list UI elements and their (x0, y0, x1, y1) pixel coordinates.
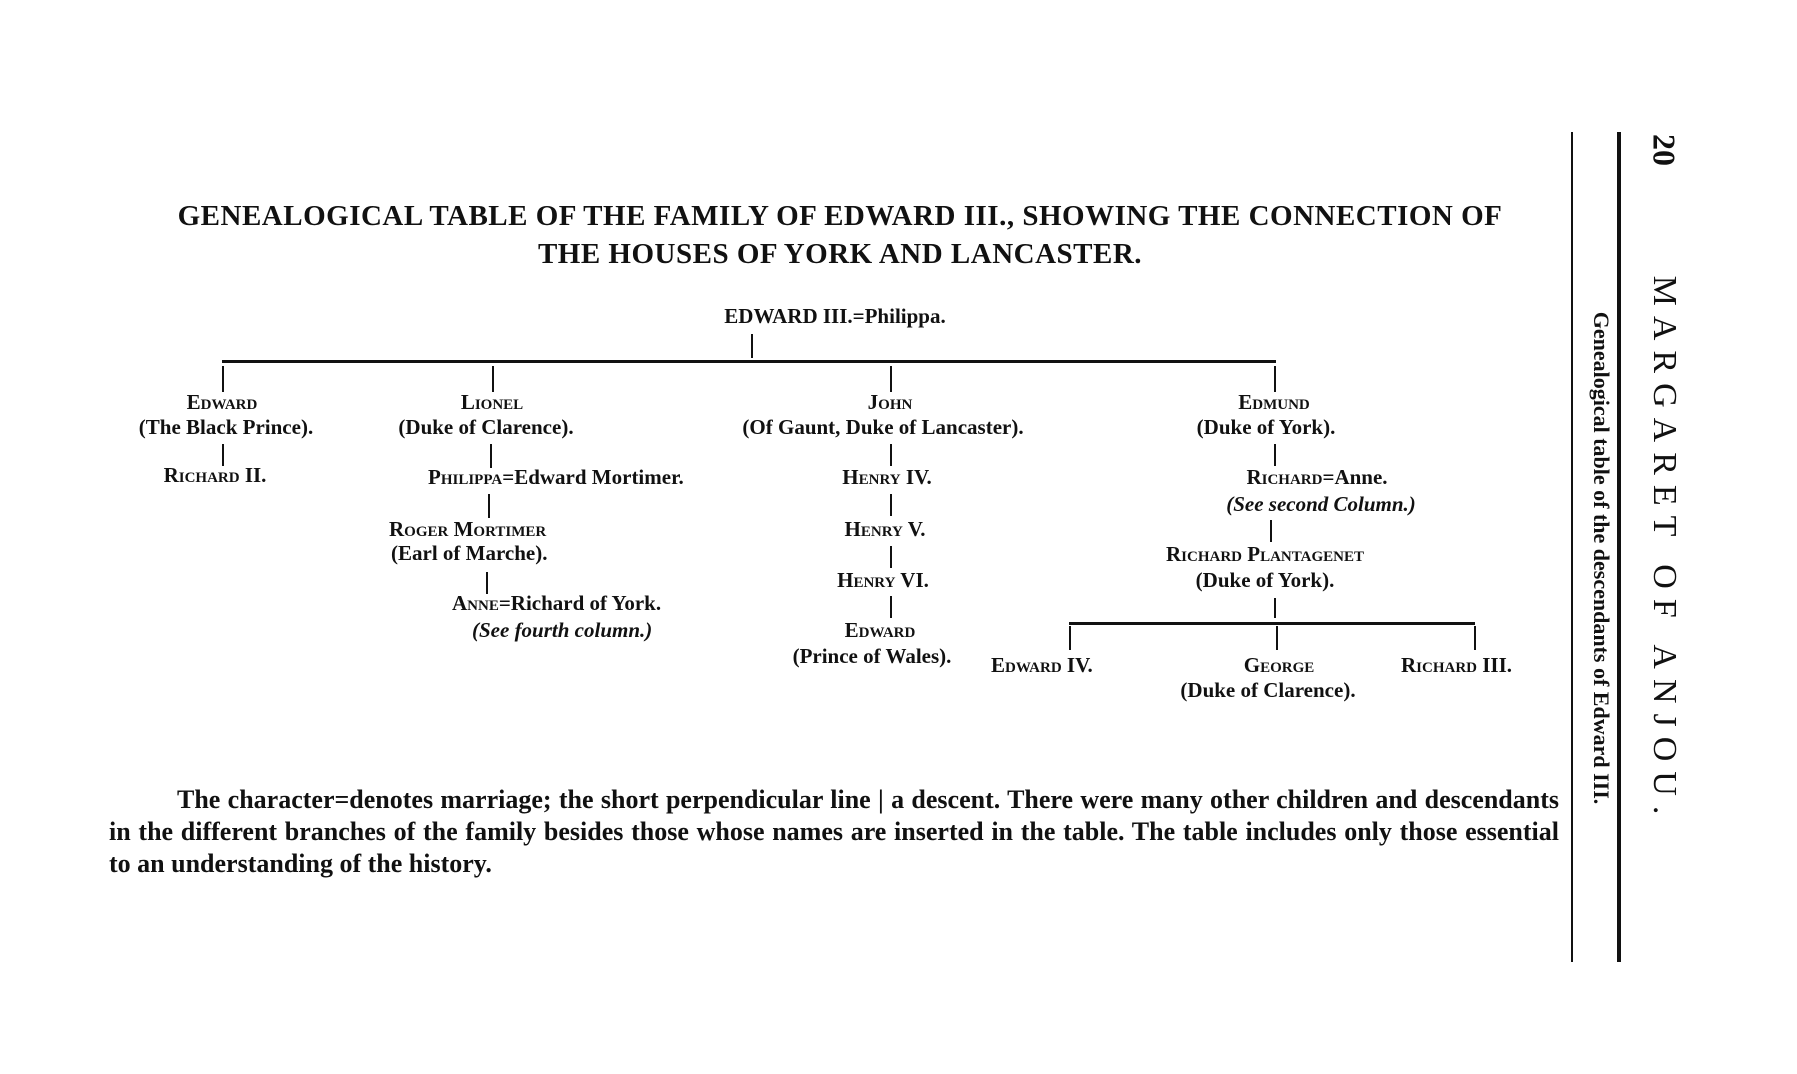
anne-note: (See fourth column.) (472, 618, 653, 642)
descent-line (890, 596, 892, 618)
edward-prince-of-wales: Edward (844, 618, 916, 642)
descent-line (488, 494, 490, 518)
edmund: Edmund (1238, 390, 1310, 414)
table-title-line2: THE HOUSES OF YORK AND LANCASTER. (537, 238, 1143, 270)
edward-black-prince: Edward (186, 390, 258, 414)
george: George (1243, 653, 1315, 677)
page-number: 20 (1646, 134, 1683, 166)
philippa-marriage: Philippa=Edward Mortimer. (428, 465, 684, 490)
richard: Richard (1246, 465, 1323, 489)
descent-line (1069, 626, 1071, 650)
henry-iv: Henry IV. (842, 465, 932, 489)
richard-iii: Richard III. (1401, 653, 1513, 677)
descent-line (890, 494, 892, 516)
descent-line (1270, 520, 1272, 542)
edward-mortimer: =Edward Mortimer. (502, 465, 684, 489)
descent-line (751, 334, 753, 358)
descent-line (492, 366, 494, 392)
descent-line (1474, 626, 1476, 650)
root-edward-iii: EDWARD III.=Philippa. (724, 304, 946, 328)
anne-spouse: =Anne. (1322, 465, 1388, 489)
john-of-gaunt: John (867, 390, 913, 414)
richard-ii: Richard II. (163, 463, 267, 487)
sibling-line (222, 360, 1276, 363)
lionel: Lionel (460, 390, 524, 414)
descent-line (222, 444, 224, 466)
richard-anne-marriage: Richard=Anne. (1246, 465, 1387, 490)
descent-line (890, 444, 892, 466)
richard-plantagenet: Richard Plantagenet (1166, 542, 1364, 566)
philippa: Philippa (428, 465, 503, 489)
descent-line (490, 444, 492, 468)
anne-marriage: Anne=Richard of York. (452, 591, 661, 616)
explanatory-paragraph: The character=denotes marriage; the shor… (109, 785, 1559, 878)
descent-line (1274, 444, 1276, 466)
henry-v: Henry V. (844, 517, 926, 541)
margin-rule-thick (1617, 132, 1621, 962)
roger-title: (Earl of Marche). (391, 541, 548, 565)
henry-vi: Henry VI. (837, 568, 929, 592)
edmund-title: (Duke of York). (1196, 415, 1336, 439)
descent-line (890, 366, 892, 392)
descent-line (222, 366, 224, 392)
lionel-title: (Duke of Clarence). (398, 415, 574, 439)
anne: Anne (452, 591, 499, 615)
descent-line (890, 546, 892, 568)
george-title: (Duke of Clarence). (1180, 678, 1356, 702)
margin-rule (1571, 132, 1573, 962)
plantagenet-title: (Duke of York). (1195, 568, 1335, 592)
running-head: MARGARET OF ANJOU. (1646, 275, 1683, 825)
edward-title: (The Black Prince). (138, 415, 314, 439)
edward-pw-title: (Prince of Wales). (792, 644, 952, 668)
descent-line (1274, 598, 1276, 618)
richard-anne-note: (See second Column.) (1226, 492, 1416, 516)
john-title: (Of Gaunt, Duke of Lancaster). (742, 415, 1024, 439)
descent-line (1274, 366, 1276, 392)
sibling-line (1069, 622, 1475, 625)
descent-line (1276, 626, 1278, 650)
side-note: Genealogical table of the descendants of… (1589, 311, 1614, 805)
table-title-line1: GENEALOGICAL TABLE OF THE FAMILY OF EDWA… (177, 200, 1503, 232)
richard-of-york: =Richard of York. (498, 591, 662, 615)
roger-mortimer: Roger Mortimer (389, 517, 547, 541)
descent-line (486, 572, 488, 594)
edward-iv: Edward IV. (991, 653, 1093, 677)
